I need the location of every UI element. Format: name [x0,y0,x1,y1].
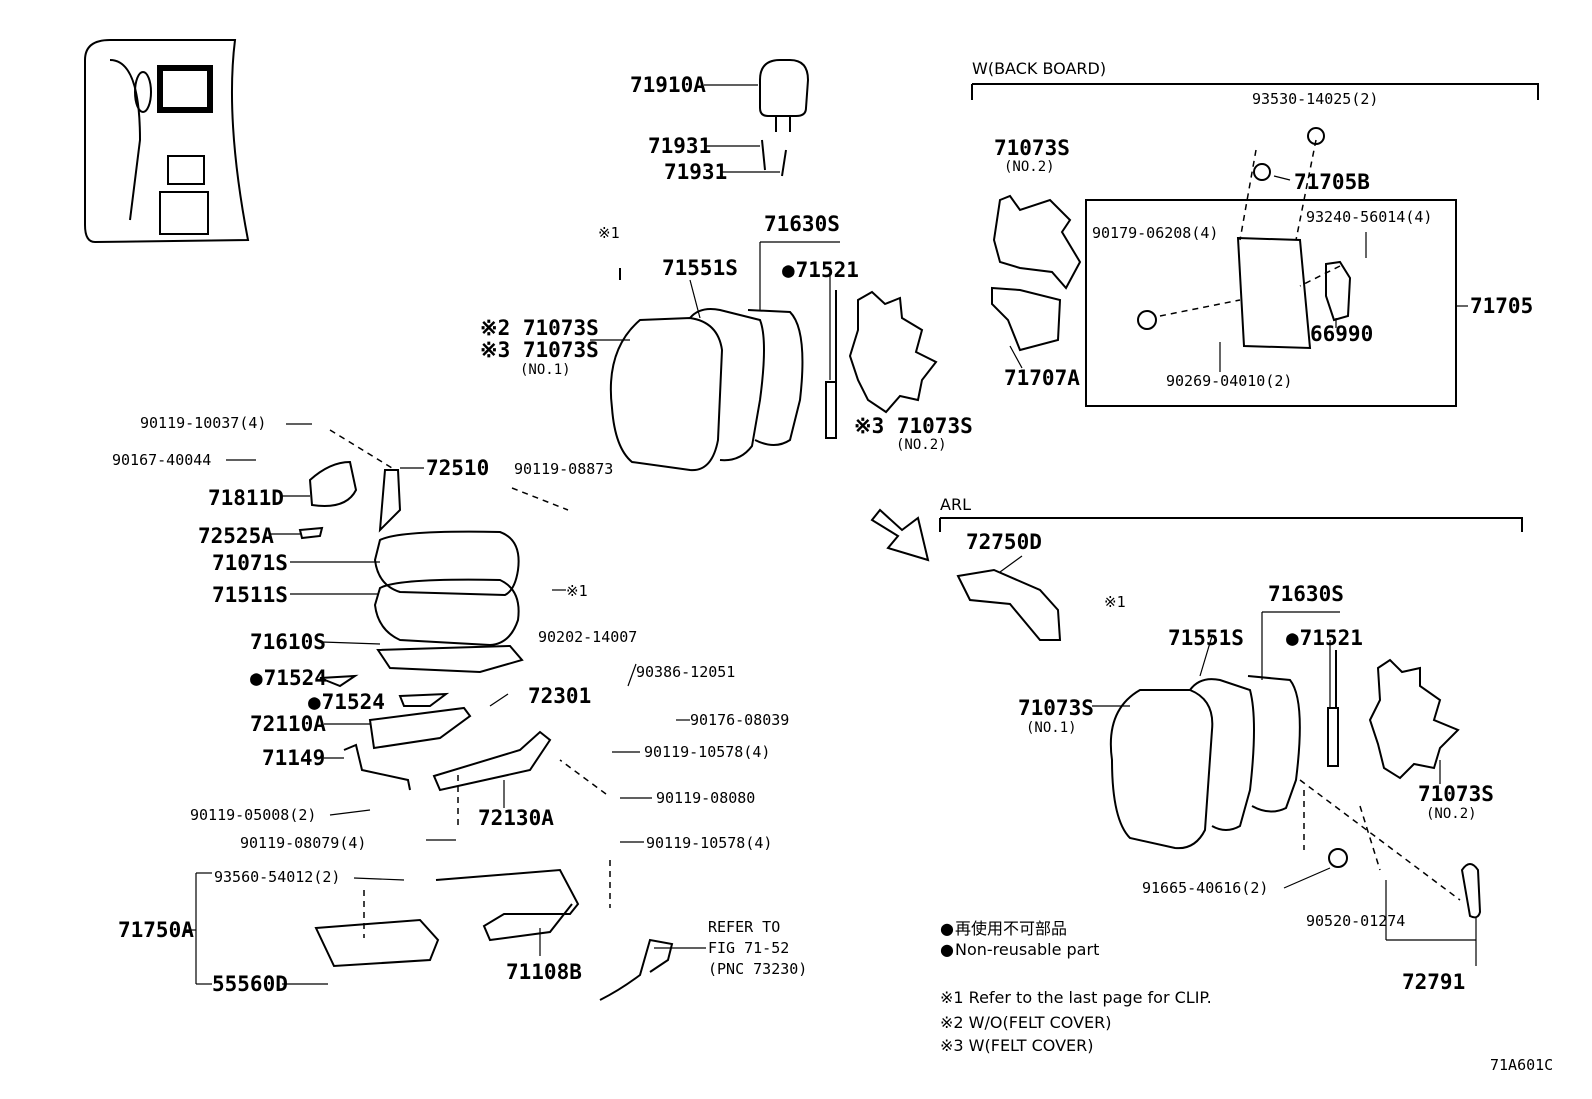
part-71071S-label: 71071S [212,551,288,575]
part-71511S-label: 71511S [212,583,288,607]
legend-english: Non-reusable part [940,940,1099,959]
part-71630S-arl-label: 71630S [1268,582,1344,606]
section-back-board-title: W(BACK BOARD) [972,59,1107,78]
legend-note-1: ※1 Refer to the last page for CLIP. [940,988,1212,1007]
part-93530-14025-label: 93530-14025(2) [1252,90,1379,108]
part-71149-label: 71149 [262,746,326,770]
figure-code: 71A601C [1490,1056,1554,1074]
no2-arl-label: (NO.2) [1426,806,1477,822]
part-90119-10578-label-1: 90119-10578(4) [644,743,771,761]
part-72301-label: 72301 [528,684,592,708]
part-71551S-label: 71551S [662,256,738,280]
part-90119-08080-label: 90119-08080 [656,789,756,807]
part-90167-40044-label: 90167-40044 [112,451,212,469]
leader-lines [186,84,1477,985]
legend-note-3: ※3 W(FELT COVER) [940,1036,1094,1055]
part-90119-05008-label: 90119-05008(2) [190,806,317,824]
part-90269-04010-label: 90269-04010(2) [1166,372,1293,390]
part-71073S-no2-label: ※2 71073S [480,316,599,340]
part-90386-12051-label: 90386-12051 [636,663,736,681]
part-71524-label-1: 71524 [250,666,327,690]
no2-bb-label: (NO.2) [1004,159,1055,175]
part-71610S-label: 71610S [250,630,326,654]
part-72791-label: 72791 [1402,970,1466,994]
part-71073S-arl2-label: 71073S [1418,782,1494,806]
part-93240-56014-label: 93240-56014(4) [1306,208,1433,226]
no1-arl-label: (NO.1) [1026,720,1077,736]
part-90119-10578-label-2: 90119-10578(4) [646,834,773,852]
clip-note-mid: ※1 [566,582,588,600]
part-72110A-label: 72110A [250,712,326,736]
vehicle-locator-sketch [84,39,250,244]
part-72525A-label: 72525A [198,524,274,548]
legend-note-2: ※2 W/O(FELT COVER) [940,1013,1112,1032]
part-90119-08873-label: 90119-08873 [514,460,614,478]
part-71521-arl-label: 71521 [1286,626,1363,650]
arl-section-drawing [870,508,1523,919]
section-arl-title: ARL [940,495,971,514]
part-90202-14007-label: 90202-14007 [538,628,638,646]
part-90119-10037-label: 90119-10037(4) [140,414,267,432]
part-55560D-label: 55560D [212,972,288,996]
clip-note-arl: ※1 [1104,593,1126,611]
part-71630S-label: 71630S [764,212,840,236]
part-71524-label-2: 71524 [308,690,385,714]
no2-mid-label: (NO.2) [896,437,947,453]
part-66990-label: 66990 [1310,322,1374,346]
part-91665-40616-label: 91665-40616(2) [1142,879,1269,897]
part-93560-54012-label: 93560-54012(2) [214,868,341,886]
part-71073S-mid-label: ※3 71073S [854,414,973,438]
refer-line-1: REFER TO [708,918,781,936]
part-71705-label: 71705 [1470,294,1534,318]
refer-line-3: (PNC 73230) [708,960,808,978]
headrest-drawing [759,59,810,177]
refer-line-2: FIG 71-52 [708,939,790,957]
seat-cushion-drawing [298,460,674,1001]
no1-top-label: (NO.1) [520,362,571,378]
part-90179-06208-label: 90179-06208(4) [1092,224,1219,242]
legend-japanese: 再使用不可部品 [940,915,1067,939]
part-71073S-no3-label: ※3 71073S [480,338,599,362]
dashed-connectors [329,139,1461,938]
part-71073S-arl-label: 71073S [1018,696,1094,720]
part-71073S-bb-label: 71073S [994,136,1070,160]
part-71811D-label: 71811D [208,486,284,510]
part-71521-label: 71521 [782,258,859,282]
part-90520-01274-label: 90520-01274 [1306,912,1406,930]
back-board-drawing [971,83,1539,407]
seat-back-drawing [609,268,938,472]
part-71910A-label: 71910A [630,73,706,97]
part-71931-label-1: 71931 [648,134,712,158]
part-71931-label-2: 71931 [664,160,728,184]
part-71750A-label: 71750A [118,918,194,942]
part-90119-08079-label: 90119-08079(4) [240,834,367,852]
part-71705B-label: 71705B [1294,170,1370,194]
part-72750D-label: 72750D [966,530,1042,554]
part-72510-label: 72510 [426,456,490,480]
part-90176-08039-label: 90176-08039 [690,711,790,729]
clip-note-top: ※1 [598,224,620,242]
part-72130A-label: 72130A [478,806,554,830]
part-71108B-label: 71108B [506,960,582,984]
part-71707A-label: 71707A [1004,366,1080,390]
part-71551S-arl-label: 71551S [1168,626,1244,650]
